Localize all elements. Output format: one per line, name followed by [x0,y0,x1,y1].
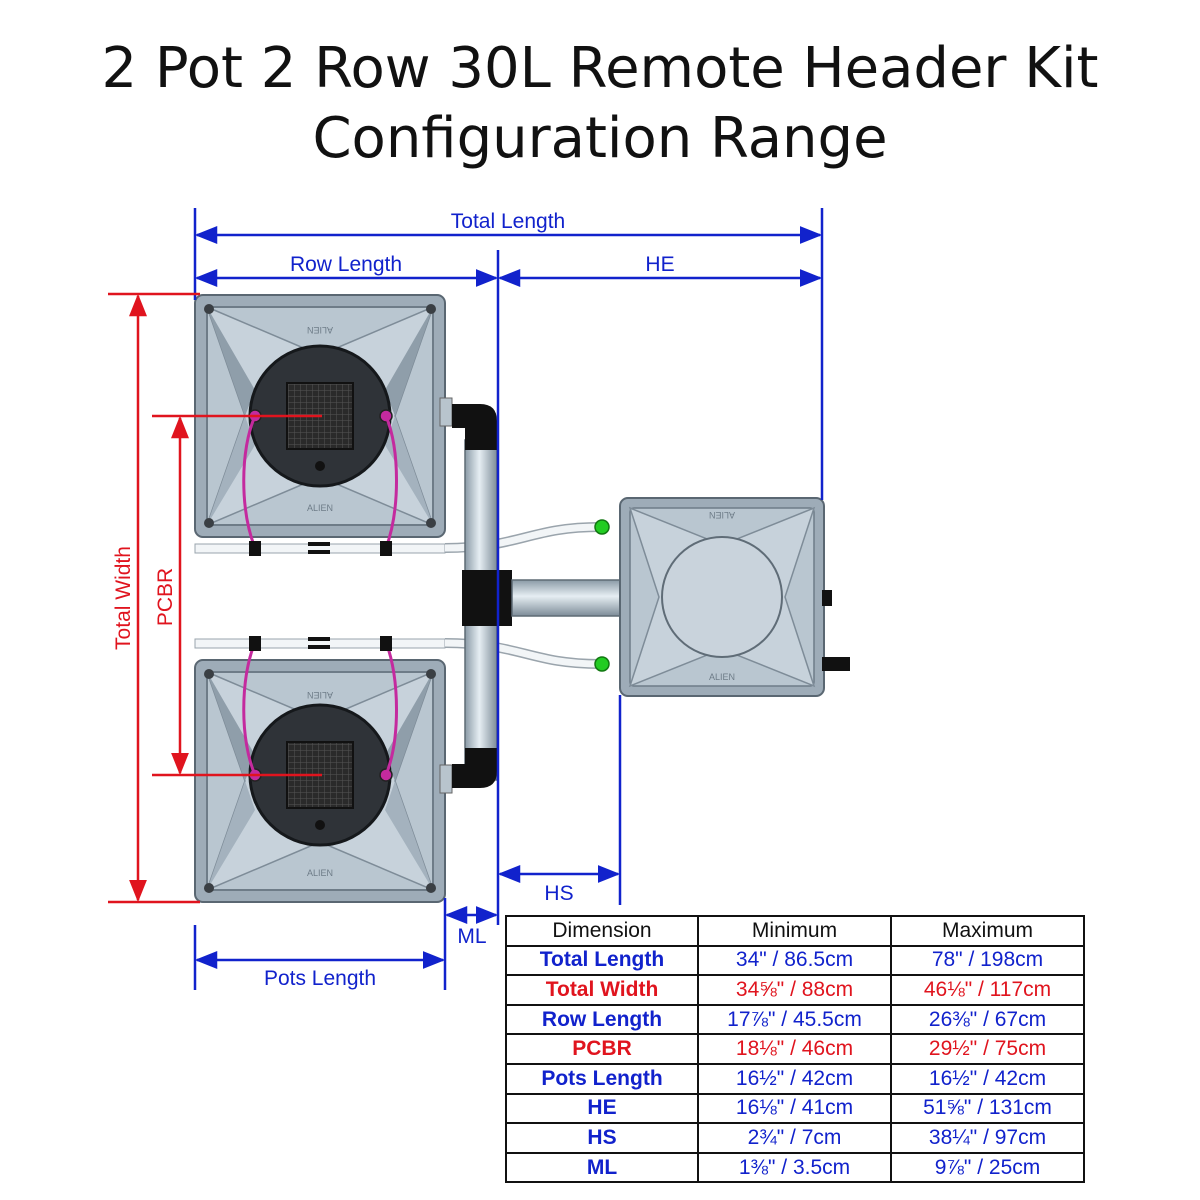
svg-text:ALIEN: ALIEN [709,510,735,520]
title-line-2: Configuration Range [312,106,888,171]
header-tee [462,570,512,626]
header-minimum: Minimum [697,915,892,947]
cell-max: 38¼" / 97cm [890,1122,1085,1154]
cell-name: Total Width [505,974,699,1006]
cell-min: 2¾" / 7cm [697,1122,892,1154]
pot-bottom-tube-right [384,641,398,776]
title-line-1: 2 Pot 2 Row 30L Remote Header Kit [101,36,1099,101]
cell-max: 26⅜" / 67cm [890,1003,1085,1036]
cell-max: 51⅝" / 131cm [890,1092,1085,1125]
cell-name: HE [505,1092,699,1125]
cell-name: PCBR [505,1033,699,1065]
label-hs: HS [544,882,573,905]
label-pots-length: Pots Length [264,967,376,990]
header-dimension: Dimension [505,915,699,947]
cell-max: 46⅛" / 117cm [890,974,1085,1006]
cell-min: 16½" / 42cm [697,1062,892,1095]
cell-name: Total Length [505,944,699,977]
cell-name: ML [505,1151,699,1184]
cell-min: 17⅞" / 45.5cm [697,1003,892,1036]
pot-top-mesh [286,382,354,450]
cell-min: 34" / 86.5cm [697,944,892,977]
elbow-top [452,404,497,450]
label-row-length: Row Length [290,253,402,276]
svg-text:ALIEN: ALIEN [709,672,735,682]
cell-min: 1⅜" / 3.5cm [697,1151,892,1184]
label-he: HE [645,253,674,276]
cell-min: 18⅛" / 46cm [697,1033,892,1065]
fitting-top [594,519,610,535]
cell-max: 16½" / 42cm [890,1062,1085,1095]
header-pipework [439,397,621,794]
label-ml: ML [457,925,486,948]
cell-min: 16⅛" / 41cm [697,1092,892,1125]
pot-bottom-tube-left [242,641,257,776]
label-total-width: Total Width [112,546,135,650]
pot-top-tube-left [242,415,257,549]
pot-bottom [194,641,446,903]
cell-max: 29½" / 75cm [890,1033,1085,1065]
table-header-row: Dimension Minimum Maximum [505,915,1085,947]
cell-min: 34⅝" / 88cm [697,974,892,1006]
page-title: 2 Pot 2 Row 30L Remote Header Kit Config… [0,34,1200,174]
fitting-bottom [594,656,610,672]
elbow-bottom [452,748,497,788]
label-total-length: Total Length [451,210,565,233]
header-tank: ALIEN ALIEN [594,497,850,697]
header-maximum: Maximum [890,915,1085,947]
cell-name: Pots Length [505,1062,699,1095]
pot-top-tube-right [384,415,398,549]
cell-max: 9⅞" / 25cm [890,1151,1085,1184]
cell-name: HS [505,1122,699,1154]
pot-top [194,294,446,549]
header-tank-lid [661,536,783,658]
cell-max: 78" / 198cm [890,944,1085,977]
cell-name: Row Length [505,1003,699,1036]
label-pcbr: PCBR [154,568,177,626]
